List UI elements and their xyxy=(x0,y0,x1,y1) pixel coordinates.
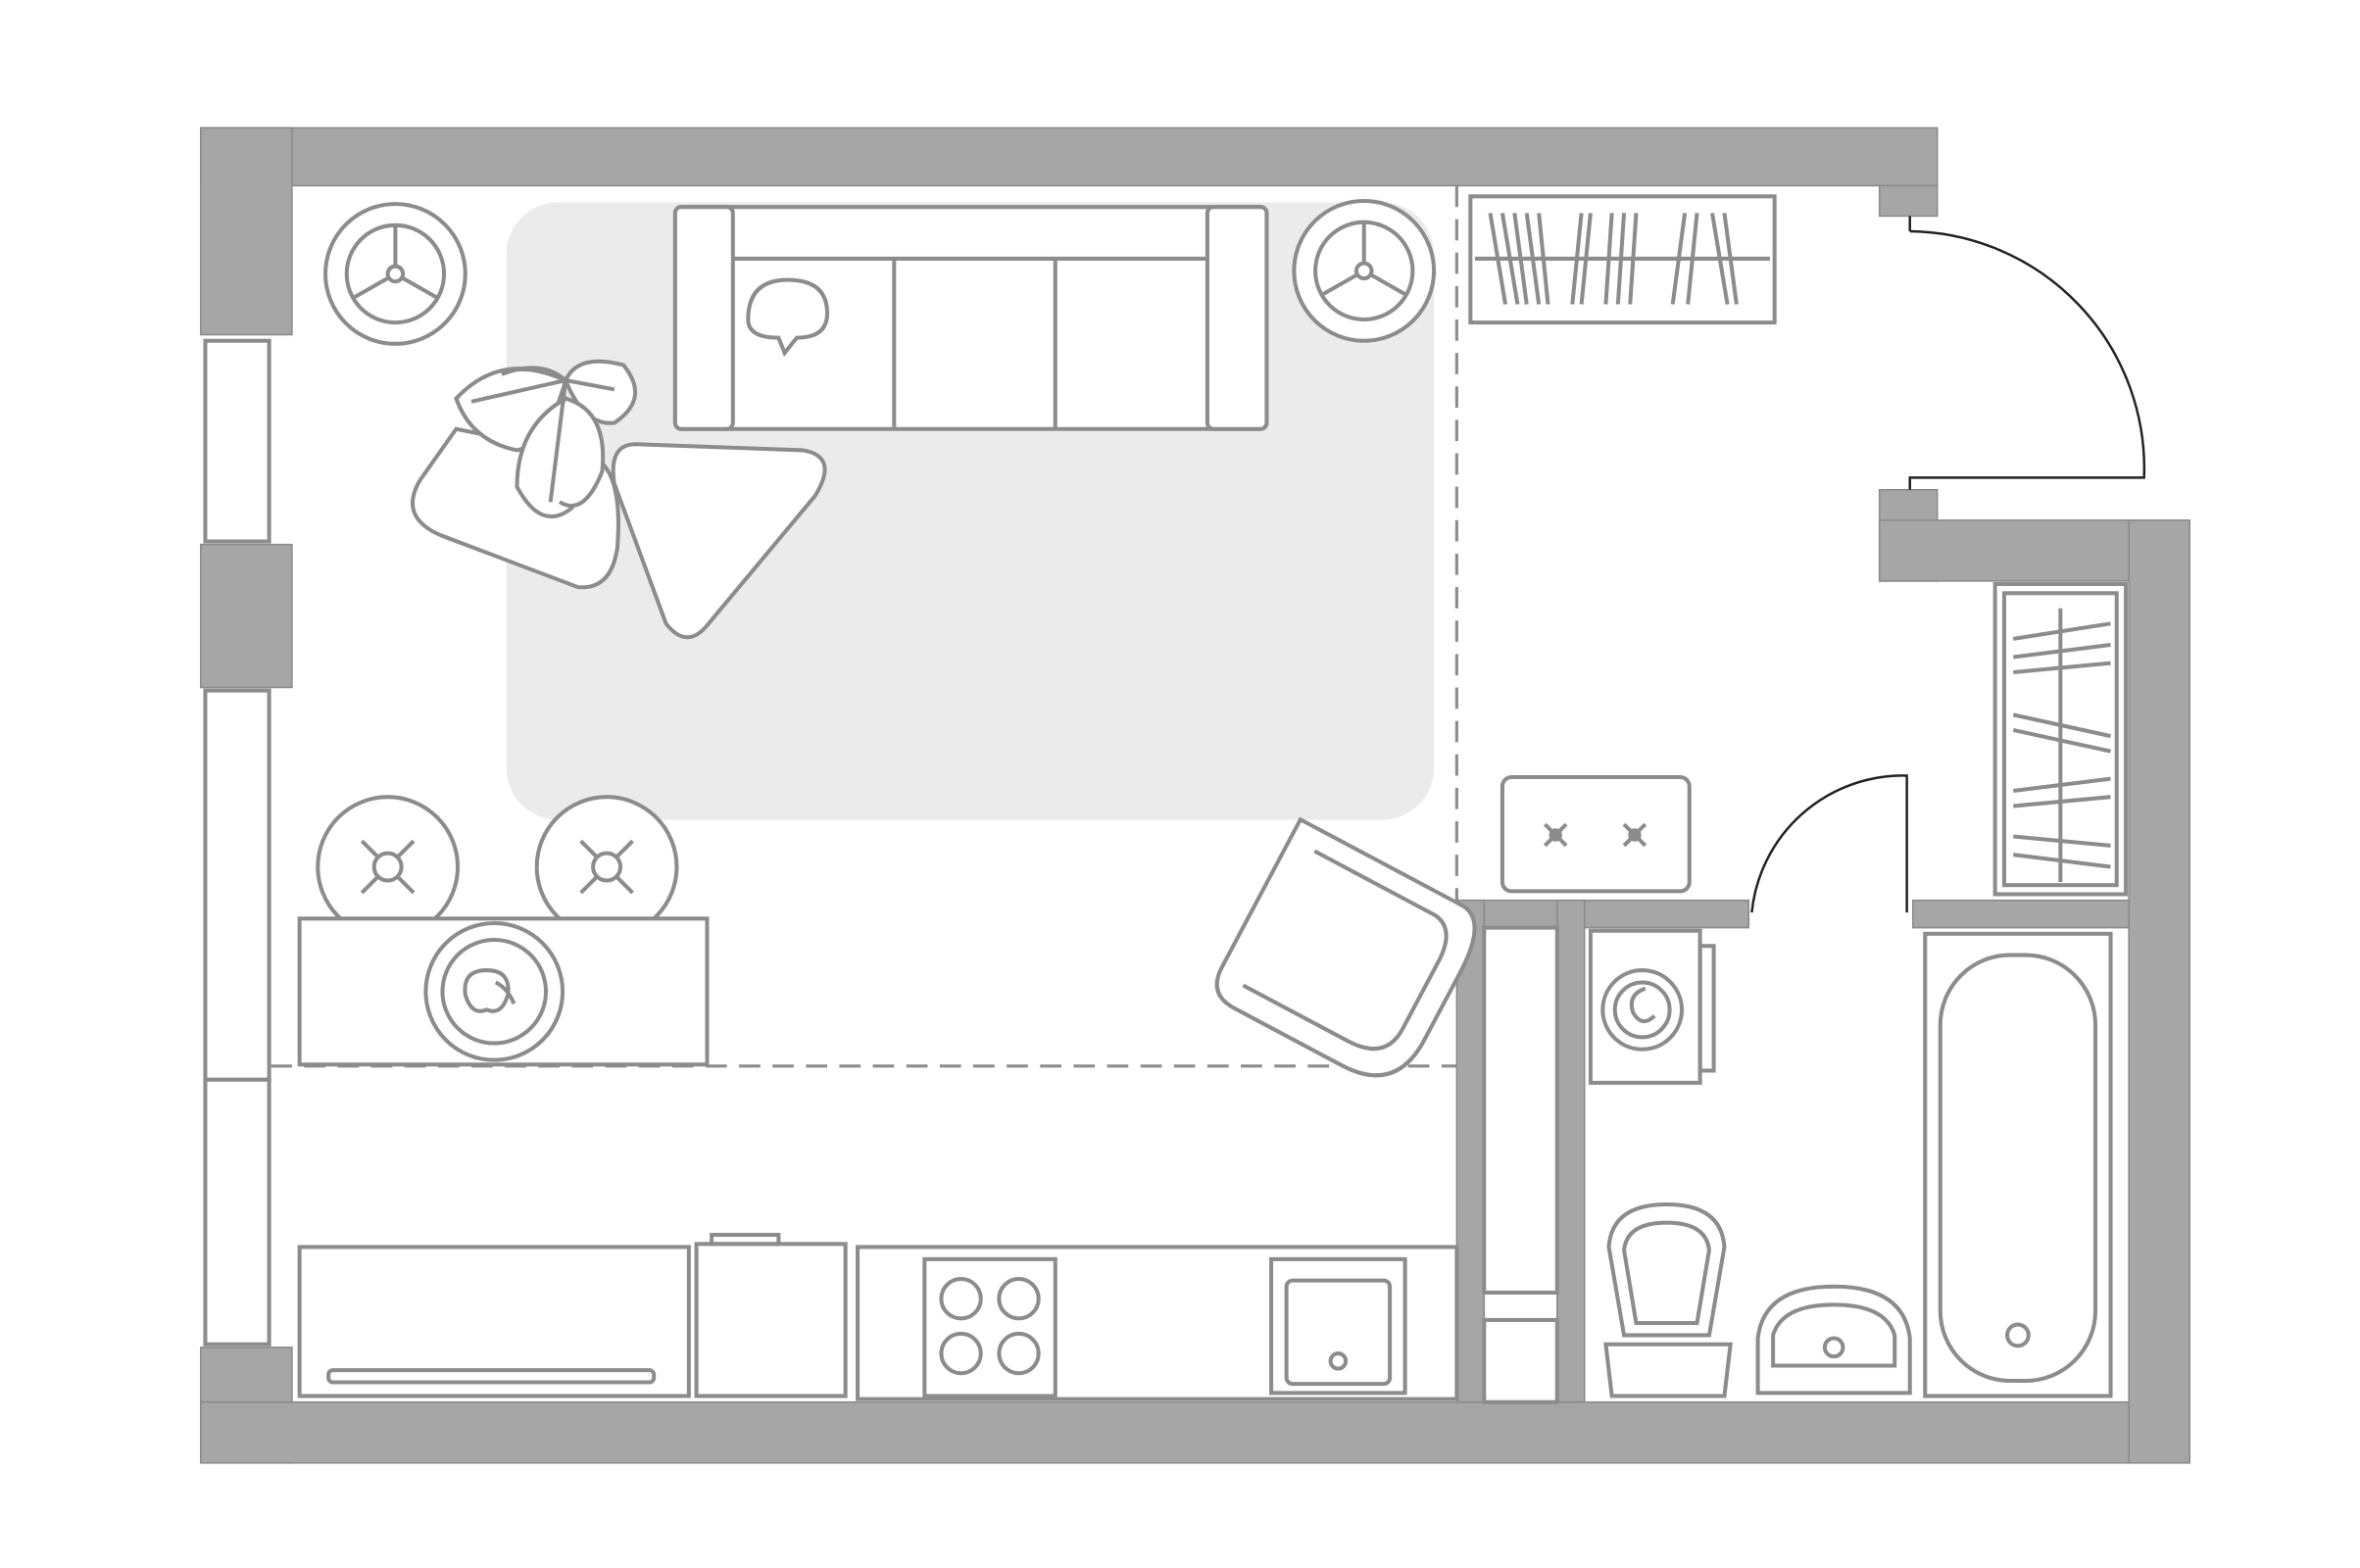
chair-icon xyxy=(316,795,461,939)
pouf-icon xyxy=(323,202,467,346)
sink-icon xyxy=(1269,1256,1407,1396)
sofa-icon xyxy=(672,205,1269,431)
washing-machine-icon xyxy=(1588,928,1716,1085)
chair-icon xyxy=(534,795,679,939)
cushion-icon xyxy=(746,277,830,358)
cooktop-icon xyxy=(922,1256,1057,1398)
plate-icon xyxy=(423,920,565,1062)
toilet-icon xyxy=(1603,1201,1733,1398)
plant-icon xyxy=(454,359,638,518)
coffee-table-icon xyxy=(611,442,827,640)
cabinet-icon xyxy=(1482,1317,1559,1404)
door-icon[interactable] xyxy=(1908,216,2146,490)
bench-icon xyxy=(1500,775,1692,894)
walls xyxy=(200,126,2191,1464)
fridge-icon xyxy=(297,1245,691,1398)
bookshelf-icon xyxy=(1468,194,1777,325)
door-icon[interactable] xyxy=(1750,774,1908,913)
washbasin-icon xyxy=(1755,1284,1912,1396)
wardrobe-icon xyxy=(1992,581,2129,897)
pouf-icon xyxy=(1292,198,1437,343)
cabinet-icon xyxy=(1482,925,1559,1296)
bathtub-icon xyxy=(1923,931,2113,1398)
armchair-icon xyxy=(1214,816,1477,1078)
oven-icon xyxy=(694,1233,848,1398)
window-icon xyxy=(203,338,271,1347)
